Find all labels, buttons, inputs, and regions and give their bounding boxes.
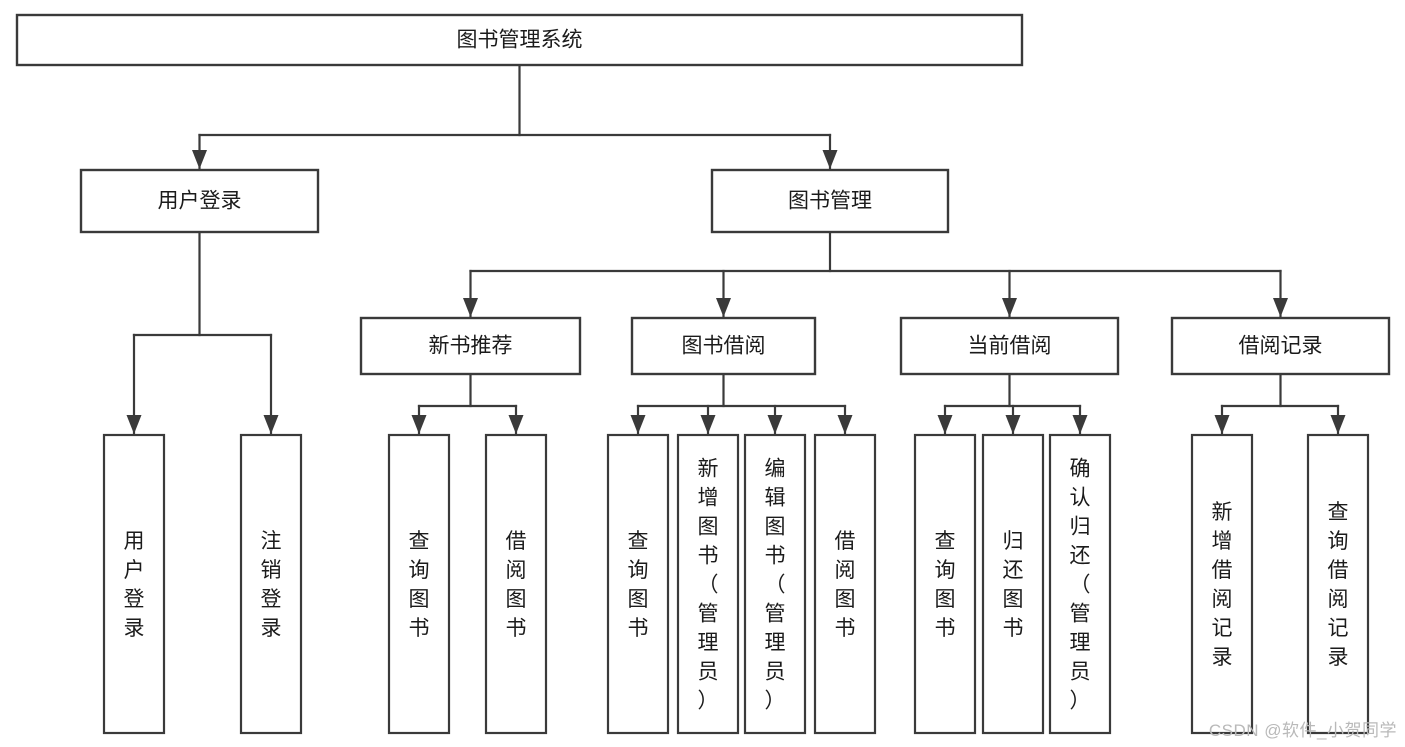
node-box-borrow-record	[1170, 316, 1391, 376]
node-label-record-add: 新增借阅记录	[1212, 501, 1233, 669]
arrow-head-icon-current-borrow	[1002, 298, 1017, 317]
node-box-current-query-book	[913, 433, 977, 735]
connector-links-layer	[126, 63, 1346, 436]
node-boxes-layer: 图书管理系统用户登录用户登录注销登录图书管理新书推荐查询图书借阅图书图书借阅查询…	[15, 13, 1391, 735]
arrow-head-icon-user-login	[192, 150, 207, 169]
node-label-current-confirm-return: 确认归还（管理员）	[1070, 458, 1091, 713]
arrow-head-icon-book-borrow	[716, 298, 731, 317]
node-box-record-add	[1190, 433, 1254, 735]
node-current-confirm-return[interactable]: 确认归还（管理员）	[1048, 433, 1112, 735]
node-borrow-record[interactable]: 借阅记录	[1170, 316, 1391, 376]
arrow-head-icon-recommend-borrow-book	[508, 415, 524, 434]
node-box-borrow-add-book	[676, 433, 740, 735]
node-label-user-login-login: 用户登录	[124, 530, 145, 640]
node-box-undefined	[15, 13, 1024, 67]
node-box-user-login-login	[102, 433, 166, 735]
node-user-login-logout[interactable]: 注销登录	[239, 433, 303, 735]
node-label-borrow-add-book: 新增图书（管理员）	[698, 458, 719, 713]
node-box-borrow-query-book	[606, 433, 670, 735]
node-new-book-recommend[interactable]: 新书推荐	[359, 316, 582, 376]
node-borrow-borrow-book[interactable]: 借阅图书	[813, 433, 877, 735]
arrow-head-icon-current-query-book	[937, 415, 953, 434]
node-label-current-query-book: 查询图书	[935, 530, 956, 640]
node-label-borrow-record: 借阅记录	[1239, 335, 1323, 358]
node-label-borrow-query-book: 查询图书	[628, 530, 649, 640]
csdn-watermark: CSDN @软件_小贺同学	[1208, 721, 1397, 740]
arrow-head-icon-record-add	[1214, 415, 1230, 434]
node-borrow-query-book[interactable]: 查询图书	[606, 433, 670, 735]
node-box-new-book-recommend	[359, 316, 582, 376]
node-box-borrow-edit-book	[743, 433, 807, 735]
arrow-head-icon-current-return-book	[1005, 415, 1021, 434]
arrow-head-icon-borrow-record	[1273, 298, 1288, 317]
node-label-current-return-book: 归还图书	[1003, 530, 1024, 640]
arrow-head-icon-user-login-login	[126, 415, 142, 434]
node-undefined[interactable]: 图书管理系统	[15, 13, 1024, 67]
node-recommend-borrow-book[interactable]: 借阅图书	[484, 433, 548, 735]
node-current-borrow[interactable]: 当前借阅	[899, 316, 1120, 376]
node-label-new-book-recommend: 新书推荐	[429, 335, 513, 358]
node-borrow-edit-book[interactable]: 编辑图书（管理员）	[743, 433, 807, 735]
node-label-user-login: 用户登录	[158, 190, 242, 213]
node-box-user-login-logout	[239, 433, 303, 735]
node-box-current-borrow	[899, 316, 1120, 376]
node-box-current-confirm-return	[1048, 433, 1112, 735]
arrow-head-icon-borrow-edit-book	[767, 415, 783, 434]
node-borrow-add-book[interactable]: 新增图书（管理员）	[676, 433, 740, 735]
node-box-book-borrow	[630, 316, 817, 376]
node-label-current-borrow: 当前借阅	[968, 335, 1052, 358]
node-label-book-manage: 图书管理	[788, 190, 872, 213]
arrow-head-icon-record-query	[1330, 415, 1346, 434]
arrow-head-icon-user-login-logout	[263, 415, 279, 434]
node-user-login-login[interactable]: 用户登录	[102, 433, 166, 735]
arrow-head-icon-borrow-query-book	[630, 415, 646, 434]
node-box-recommend-query-book	[387, 433, 451, 735]
node-book-manage[interactable]: 图书管理	[710, 168, 950, 234]
node-label-borrow-borrow-book: 借阅图书	[835, 530, 856, 640]
node-box-book-manage	[710, 168, 950, 234]
arrow-head-icon-current-confirm-return	[1072, 415, 1088, 434]
node-book-borrow[interactable]: 图书借阅	[630, 316, 817, 376]
node-label-recommend-query-book: 查询图书	[409, 530, 430, 640]
node-box-current-return-book	[981, 433, 1045, 735]
node-label-undefined: 图书管理系统	[457, 29, 583, 52]
node-label-user-login-logout: 注销登录	[261, 530, 282, 640]
arrow-head-icon-recommend-query-book	[411, 415, 427, 434]
node-label-book-borrow: 图书借阅	[682, 335, 766, 358]
node-user-login[interactable]: 用户登录	[79, 168, 320, 234]
node-box-record-query	[1306, 433, 1370, 735]
node-box-recommend-borrow-book	[484, 433, 548, 735]
arrow-head-icon-borrow-borrow-book	[837, 415, 853, 434]
node-label-borrow-edit-book: 编辑图书（管理员）	[765, 458, 786, 713]
arrow-head-icon-new-book-recommend	[463, 298, 478, 317]
node-record-query[interactable]: 查询借阅记录	[1306, 433, 1370, 735]
node-box-borrow-borrow-book	[813, 433, 877, 735]
node-current-return-book[interactable]: 归还图书	[981, 433, 1045, 735]
node-label-record-query: 查询借阅记录	[1328, 501, 1349, 669]
node-record-add[interactable]: 新增借阅记录	[1190, 433, 1254, 735]
arrow-head-icon-book-manage	[822, 150, 838, 169]
node-box-user-login	[79, 168, 320, 234]
node-recommend-query-book[interactable]: 查询图书	[387, 433, 451, 735]
arrow-head-icon-borrow-add-book	[700, 415, 716, 434]
node-label-recommend-borrow-book: 借阅图书	[506, 530, 527, 640]
node-current-query-book[interactable]: 查询图书	[913, 433, 977, 735]
